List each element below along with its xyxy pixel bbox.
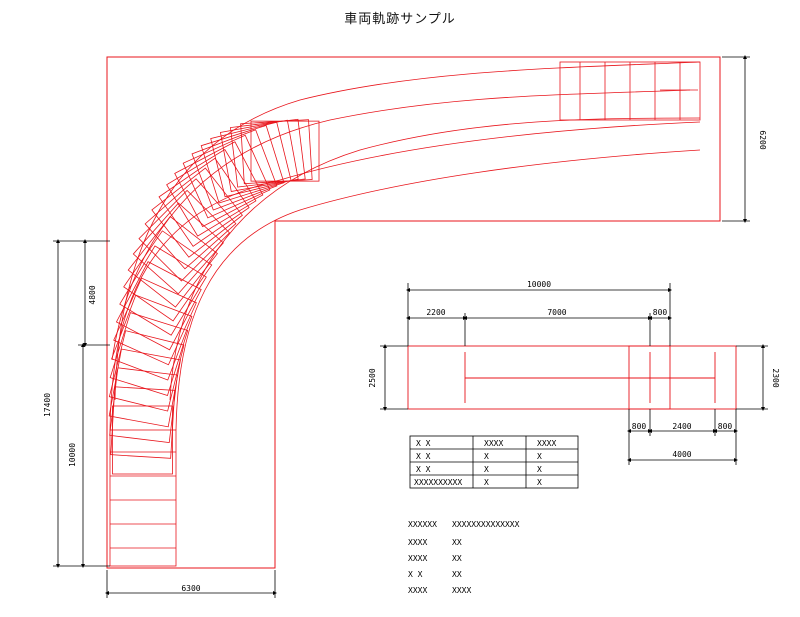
bottom-dimension	[105, 570, 277, 598]
note-value: XXXX	[452, 586, 471, 595]
spec-table: X X XXXX XXXX X X X X X X X X XXXXXXXXXX…	[409, 435, 579, 489]
dim-trailer-right: 800	[718, 422, 733, 431]
swept-vehicle-outline	[182, 134, 271, 219]
note-value: XX	[452, 554, 462, 563]
note-label: XXXX	[408, 586, 427, 595]
table-cell: X X	[416, 452, 431, 461]
dim-vehicle-total-length: 10000	[527, 280, 551, 289]
vehicle-straight-upper	[559, 61, 701, 121]
road-outline	[106, 56, 721, 569]
swept-vehicle-outline	[119, 245, 207, 336]
dim-vertical-upper: 4800	[88, 285, 97, 304]
swept-path-curve	[114, 61, 701, 401]
swept-vehicle-outline	[138, 189, 231, 282]
table-cell: X	[537, 452, 542, 461]
swept-vehicle-outline	[109, 367, 178, 443]
swept-vehicle-outline	[108, 330, 185, 412]
dim-vertical-lower: 10000	[68, 443, 77, 467]
vehicle-straight-lower	[109, 429, 177, 567]
dim-trailer-total: 4000	[672, 450, 691, 459]
swept-path-curve	[175, 149, 701, 431]
swept-vehicle-outline	[110, 386, 176, 459]
swept-vehicle-outline	[115, 261, 202, 351]
table-cell: XXXXXXXXXX	[414, 478, 462, 487]
swept-vehicle-outline	[158, 157, 250, 247]
dim-trailer-mid: 2400	[672, 422, 691, 431]
swept-path-curve	[169, 117, 701, 401]
table-cell: XXXX	[537, 439, 556, 448]
note-value: XXXXXXXXXXXXXX	[452, 520, 520, 529]
swept-vehicle-outline	[219, 119, 299, 192]
dim-wheelbase: 7000	[547, 308, 566, 317]
swept-vehicle-outline	[166, 148, 257, 237]
notes-list: XXXXXX XXXXXXXXXXXXXX XXXX XX XXXX XX X …	[408, 520, 520, 595]
dim-road-width-top: 6200	[758, 130, 767, 149]
dim-width-left: 2500	[368, 368, 377, 387]
dim-road-width-bottom: 6300	[181, 584, 200, 593]
note-value: XX	[452, 570, 462, 579]
note-label: X X	[408, 570, 423, 579]
swept-vehicle-outline	[191, 129, 278, 211]
table-cell: X	[537, 478, 542, 487]
swept-vehicle-outline	[210, 121, 292, 198]
swept-vehicle-outline	[127, 216, 218, 308]
swept-vehicle-outline	[200, 124, 285, 204]
note-label: XXXX	[408, 554, 427, 563]
note-value: XX	[452, 538, 462, 547]
dim-rear-overhang: 800	[653, 308, 668, 317]
table-cell: X	[537, 465, 542, 474]
note-label: XXXXXX	[408, 520, 437, 529]
swept-vehicle-outline	[111, 294, 193, 381]
table-cell: XXXX	[484, 439, 503, 448]
swept-vehicle-outline	[112, 405, 173, 475]
swept-vehicle-outline	[250, 120, 320, 182]
swept-vehicle-outline	[109, 312, 189, 396]
note-label: XXXX	[408, 538, 427, 547]
vehicle-spec-drawing: 10000 2200 7000 800 2500 2300 800 2400 8…	[368, 280, 780, 465]
table-cell: X	[484, 478, 489, 487]
swept-vehicle-outline	[144, 178, 237, 270]
dim-vertical-total: 17400	[43, 393, 52, 417]
swept-vehicle-outline	[230, 118, 306, 188]
right-dimension	[722, 55, 750, 223]
swept-path-curve	[111, 89, 691, 361]
table-cell: X	[484, 452, 489, 461]
table-cell: X X	[416, 439, 431, 448]
swept-vehicle-outline	[174, 141, 264, 228]
dim-trailer-left: 800	[632, 422, 647, 431]
left-dimensions	[53, 239, 110, 568]
vehicle-sweep-traces	[108, 61, 701, 475]
dim-width-right: 2300	[771, 368, 780, 387]
dim-front-overhang: 2200	[426, 308, 445, 317]
diagram-title: 車両軌跡サンプル	[344, 12, 456, 27]
table-cell: X	[484, 465, 489, 474]
swept-path-curve	[109, 121, 701, 431]
table-cell: X X	[416, 465, 431, 474]
